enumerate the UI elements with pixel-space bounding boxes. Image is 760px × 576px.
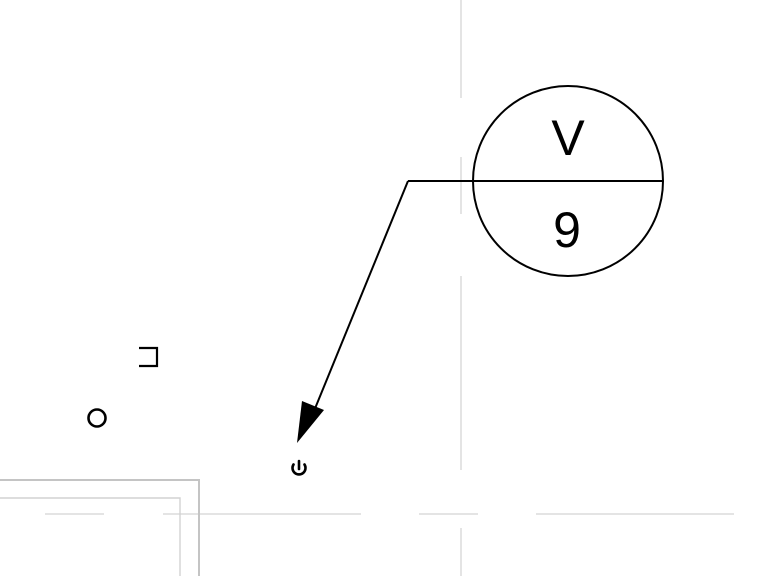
section-tag-top-label: V [551,110,585,166]
wall-outline [0,479,200,576]
section-tag-bottom-label: 9 [553,202,581,258]
leader-arrow [297,180,409,443]
power-icon[interactable] [291,459,307,476]
section-tag[interactable]: V 9 [408,85,664,277]
circle-outlet-icon[interactable] [87,408,107,428]
bracket-icon[interactable] [139,346,159,368]
leader-line [313,180,409,412]
arrowhead [297,401,324,443]
